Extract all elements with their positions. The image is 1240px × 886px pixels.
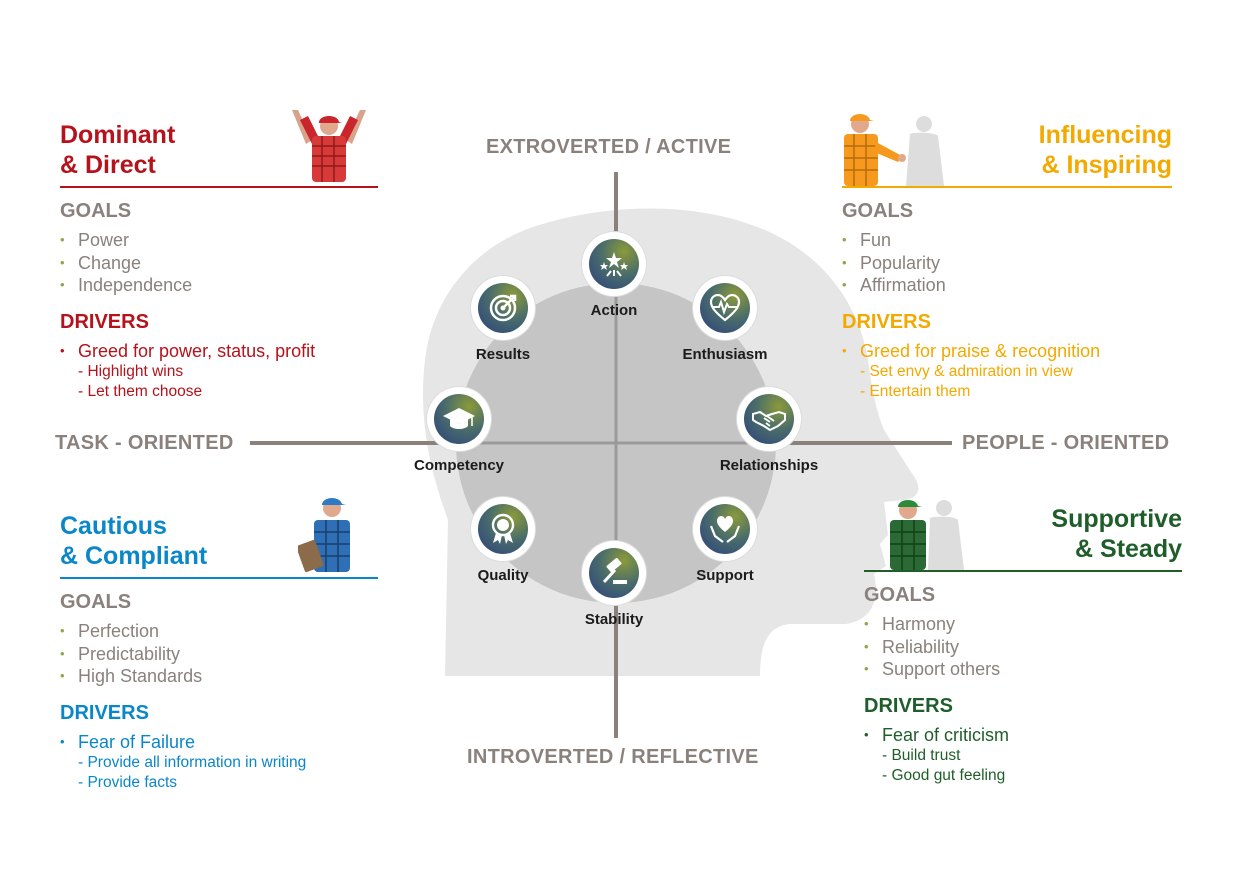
influencing-driver-sub: - Set envy & admiration in view — [860, 362, 1073, 380]
supportive-person-illustration — [890, 500, 964, 570]
cautious-title-line1: Cautious — [60, 512, 167, 540]
dominant-underline — [60, 186, 378, 188]
wheel-node-enthusiasm: Enthusiasm — [665, 276, 785, 363]
dominant-title-line1: Dominant — [60, 121, 176, 149]
list-item: Affirmation — [842, 274, 1172, 297]
dominant-person-illustration — [292, 110, 366, 182]
supportive-goals-list: Harmony Reliability Support others — [864, 613, 1182, 681]
wheel-label-results: Results — [475, 346, 531, 363]
supportive-driver-sub: - Good gut feeling — [882, 766, 1006, 784]
axis-label-left: TASK - ORIENTED — [55, 432, 234, 454]
cautious-underline — [60, 577, 378, 579]
influencing-person-illustration — [844, 114, 944, 186]
handshake-icon — [752, 410, 786, 432]
wheel-label-enthusiasm: Enthusiasm — [682, 346, 768, 363]
dominant-drivers-heading: DRIVERS — [60, 310, 149, 333]
cautious-driver: Fear of Failure — [60, 731, 378, 753]
cautious-goals-list: Perfection Predictability High Standards — [60, 620, 378, 688]
list-item: Predictability — [60, 643, 378, 666]
influencing-driver: Greed for praise & recognition — [842, 340, 1172, 362]
wheel-label-competency: Competency — [413, 457, 505, 474]
heartbeat-icon — [709, 294, 741, 322]
wheel-node-competency: Competency — [399, 387, 519, 474]
list-item: Reliability — [864, 636, 1182, 659]
cautious-drivers-heading: DRIVERS — [60, 701, 149, 724]
dominant-driver-sub: - Let them choose — [78, 382, 203, 400]
influencing-title-line2: & Inspiring — [1041, 151, 1172, 179]
wheel-node-action: Action — [554, 232, 674, 319]
cautious-person-illustration — [298, 498, 350, 573]
supportive-driver-sub: - Build trust — [882, 746, 961, 764]
supportive-goals-heading: GOALS — [864, 584, 936, 606]
wheel-node-support: Support — [665, 497, 785, 584]
influencing-drivers-heading: DRIVERS — [842, 310, 931, 333]
quadrant-influencing: Influencing & Inspiring GOALS Fun Popula… — [842, 120, 1172, 402]
cautious-driver-sub: - Provide facts — [78, 773, 178, 791]
node-ring — [582, 232, 646, 296]
quadrant-cautious: Cautious & Compliant GOALS Perfection Pr… — [60, 511, 378, 793]
dominant-title-line2: & Direct — [60, 151, 156, 179]
wheel-label-relationships: Relationships — [719, 457, 819, 474]
supportive-drivers-heading: DRIVERS — [864, 694, 953, 717]
wheel-label-quality: Quality — [477, 567, 529, 584]
dominant-goals-heading: GOALS — [60, 200, 132, 222]
influencing-goals-list: Fun Popularity Affirmation — [842, 229, 1172, 297]
list-item: Independence — [60, 274, 378, 297]
cautious-driver-sub: - Provide all information in writing — [78, 753, 307, 771]
award-ribbon-icon — [491, 513, 515, 544]
list-item: Perfection — [60, 620, 378, 643]
wheel-node-results: Results — [443, 276, 563, 363]
dominant-goals-list: Power Change Independence — [60, 229, 378, 297]
gavel-icon — [602, 558, 627, 584]
dominant-driver-sub: - Highlight wins — [78, 362, 184, 380]
supportive-title-line1: Supportive — [1051, 505, 1182, 533]
quadrant-dominant: Dominant & Direct GOALS Power Change Ind… — [60, 120, 378, 402]
cautious-goals-heading: GOALS — [60, 591, 132, 613]
influencing-underline — [842, 186, 1172, 188]
cautious-title-line2: & Compliant — [60, 542, 208, 570]
influencing-goals-heading: GOALS — [842, 200, 914, 222]
list-item: Fun — [842, 229, 1172, 252]
wheel-label-action: Action — [590, 302, 638, 319]
list-item: Support others — [864, 658, 1182, 681]
graduation-cap-icon — [443, 408, 475, 429]
supportive-title-line2: & Steady — [1075, 535, 1182, 563]
wheel-node-relationships: Relationships — [709, 387, 829, 474]
list-item: Harmony — [864, 613, 1182, 636]
quadrant-supportive: Supportive & Steady GOALS Harmony Reliab… — [864, 504, 1182, 786]
list-item: Popularity — [842, 252, 1172, 275]
stars-icon — [600, 252, 628, 277]
wheel-label-stability: Stability — [584, 611, 644, 628]
list-item: High Standards — [60, 665, 378, 688]
dominant-driver: Greed for power, status, profit — [60, 340, 378, 362]
wheel-node-stability: Stability — [554, 541, 674, 628]
influencing-title-line1: Influencing — [1038, 121, 1172, 149]
wheel-node-quality: Quality — [443, 497, 563, 584]
axis-label-right: PEOPLE - ORIENTED — [962, 432, 1170, 454]
axis-label-bottom: INTROVERTED / REFLECTIVE — [467, 746, 759, 768]
supportive-underline — [864, 570, 1182, 572]
list-item: Power — [60, 229, 378, 252]
list-item: Change — [60, 252, 378, 275]
wheel-label-support: Support — [696, 567, 754, 584]
axis-label-top: EXTROVERTED / ACTIVE — [486, 136, 732, 158]
influencing-driver-sub: - Entertain them — [860, 382, 971, 400]
heart-hands-icon — [709, 516, 741, 543]
supportive-driver: Fear of criticism — [864, 724, 1182, 746]
target-icon — [489, 294, 517, 322]
